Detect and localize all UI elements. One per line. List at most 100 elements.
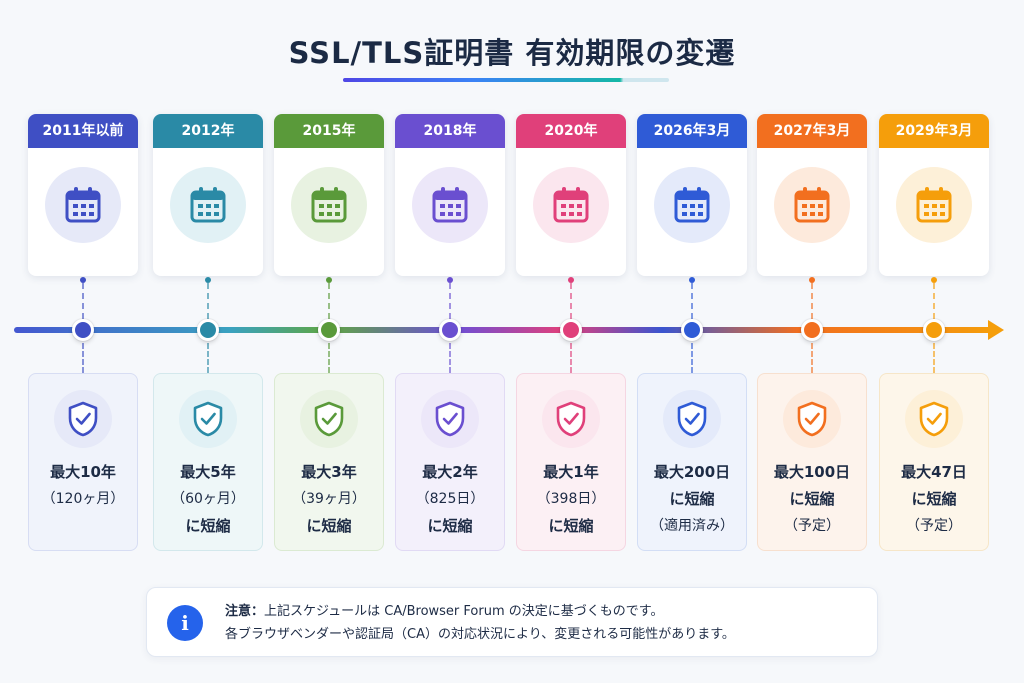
validity-text: 最大10年 （120ヶ月） bbox=[29, 459, 137, 513]
date-label: 2015年 bbox=[274, 114, 384, 148]
shield-check-icon bbox=[179, 390, 237, 448]
validity-card: 最大200日に短縮 （適用済み） bbox=[637, 373, 747, 551]
validity-line: （60ヶ月） bbox=[171, 491, 245, 507]
calendar-icon bbox=[896, 167, 972, 243]
validity-line: （120ヶ月） bbox=[41, 491, 125, 507]
validity-line: に短縮 bbox=[669, 490, 715, 508]
date-label: 2012年 bbox=[153, 114, 263, 148]
validity-line: （予定） bbox=[784, 518, 840, 534]
timeline-dot bbox=[318, 319, 340, 341]
validity-card: 最大100日に短縮 （予定） bbox=[757, 373, 867, 551]
connector-line bbox=[691, 283, 693, 319]
timeline-dot bbox=[923, 319, 945, 341]
validity-text: 最大3年（39ヶ月）に短縮 bbox=[275, 459, 383, 540]
calendar-icon bbox=[45, 167, 121, 243]
date-card: 2015年 bbox=[274, 114, 384, 276]
connector-pin bbox=[447, 277, 453, 283]
connector-line bbox=[570, 283, 572, 319]
validity-text: 最大200日に短縮 （適用済み） bbox=[638, 459, 746, 540]
validity-card: 最大47日に短縮 （予定） bbox=[879, 373, 989, 551]
validity-line: （予定） bbox=[906, 518, 962, 534]
connector-line bbox=[328, 343, 330, 373]
title-underline bbox=[343, 78, 669, 82]
date-card: 2027年3月 bbox=[757, 114, 867, 276]
connector-line bbox=[811, 283, 813, 319]
connector-line bbox=[207, 343, 209, 373]
timeline-dot bbox=[197, 319, 219, 341]
validity-card: 最大5年 （60ヶ月） に短縮 bbox=[153, 373, 263, 551]
date-label: 2018年 bbox=[395, 114, 505, 148]
connector-line bbox=[207, 283, 209, 319]
validity-line: 最大10年 bbox=[50, 463, 116, 481]
connector-line bbox=[570, 343, 572, 373]
notice-text: 注意：上記スケジュールは CA/Browser Forum の決定に基づくもので… bbox=[225, 600, 735, 646]
connector-pin bbox=[689, 277, 695, 283]
shield-check-icon bbox=[54, 390, 112, 448]
validity-line: に短縮 bbox=[306, 517, 352, 535]
calendar-icon bbox=[654, 167, 730, 243]
connector-line bbox=[933, 343, 935, 373]
shield-check-icon bbox=[783, 390, 841, 448]
date-label: 2026年3月 bbox=[637, 114, 747, 148]
connector-pin bbox=[80, 277, 86, 283]
validity-line: 最大100日 bbox=[773, 463, 851, 481]
connector-line bbox=[82, 283, 84, 319]
connector-line bbox=[691, 343, 693, 373]
validity-line: に短縮 bbox=[185, 517, 231, 535]
connector-line bbox=[328, 283, 330, 319]
validity-line: 最大200日 bbox=[653, 463, 731, 481]
validity-line: 最大1年 bbox=[543, 463, 599, 481]
validity-text: 最大100日に短縮 （予定） bbox=[758, 459, 866, 540]
validity-line: （39ヶ月） bbox=[292, 491, 366, 507]
connector-pin bbox=[205, 277, 211, 283]
calendar-icon bbox=[533, 167, 609, 243]
date-card: 2018年 bbox=[395, 114, 505, 276]
validity-line: に短縮 bbox=[911, 490, 957, 508]
calendar-icon bbox=[170, 167, 246, 243]
connector-line bbox=[82, 343, 84, 373]
validity-line: （398日） bbox=[536, 491, 606, 507]
shield-check-icon bbox=[905, 390, 963, 448]
connector-line bbox=[933, 283, 935, 319]
timeline-dot bbox=[681, 319, 703, 341]
timeline-arrow-line bbox=[14, 327, 996, 333]
calendar-icon bbox=[774, 167, 850, 243]
validity-line: に短縮 bbox=[548, 517, 594, 535]
timeline-arrow-head bbox=[988, 320, 1004, 340]
connector-line bbox=[449, 283, 451, 319]
timeline-dot bbox=[560, 319, 582, 341]
validity-line: （適用済み） bbox=[650, 518, 734, 534]
notice-line-2: 各ブラウザベンダーや認証局（CA）の対応状況により、変更される可能性があります。 bbox=[225, 627, 735, 642]
date-card: 2026年3月 bbox=[637, 114, 747, 276]
validity-card: 最大1年 （398日） に短縮 bbox=[516, 373, 626, 551]
date-label: 2027年3月 bbox=[757, 114, 867, 148]
validity-text: 最大2年（825日）に短縮 bbox=[396, 459, 504, 540]
date-label: 2020年 bbox=[516, 114, 626, 148]
validity-line: に短縮 bbox=[427, 517, 473, 535]
shield-check-icon bbox=[421, 390, 479, 448]
connector-pin bbox=[809, 277, 815, 283]
validity-line: 最大47日 bbox=[901, 463, 967, 481]
date-card: 2029年3月 bbox=[879, 114, 989, 276]
validity-line: に短縮 bbox=[789, 490, 835, 508]
info-icon: i bbox=[167, 605, 203, 641]
date-card: 2011年以前 bbox=[28, 114, 138, 276]
date-label: 2029年3月 bbox=[879, 114, 989, 148]
shield-check-icon bbox=[300, 390, 358, 448]
validity-card: 最大2年（825日）に短縮 bbox=[395, 373, 505, 551]
connector-pin bbox=[326, 277, 332, 283]
calendar-icon bbox=[291, 167, 367, 243]
validity-line: 最大5年 bbox=[180, 463, 236, 481]
timeline-dot bbox=[439, 319, 461, 341]
calendar-icon bbox=[412, 167, 488, 243]
validity-text: 最大47日に短縮 （予定） bbox=[880, 459, 988, 540]
shield-check-icon bbox=[663, 390, 721, 448]
connector-line bbox=[449, 343, 451, 373]
notice-box: i 注意：上記スケジュールは CA/Browser Forum の決定に基づくも… bbox=[146, 587, 878, 657]
validity-text: 最大1年 （398日） に短縮 bbox=[517, 459, 625, 540]
validity-card: 最大3年（39ヶ月）に短縮 bbox=[274, 373, 384, 551]
validity-card: 最大10年 （120ヶ月） bbox=[28, 373, 138, 551]
connector-pin bbox=[931, 277, 937, 283]
date-card: 2012年 bbox=[153, 114, 263, 276]
notice-lead: 注意： bbox=[225, 604, 265, 619]
